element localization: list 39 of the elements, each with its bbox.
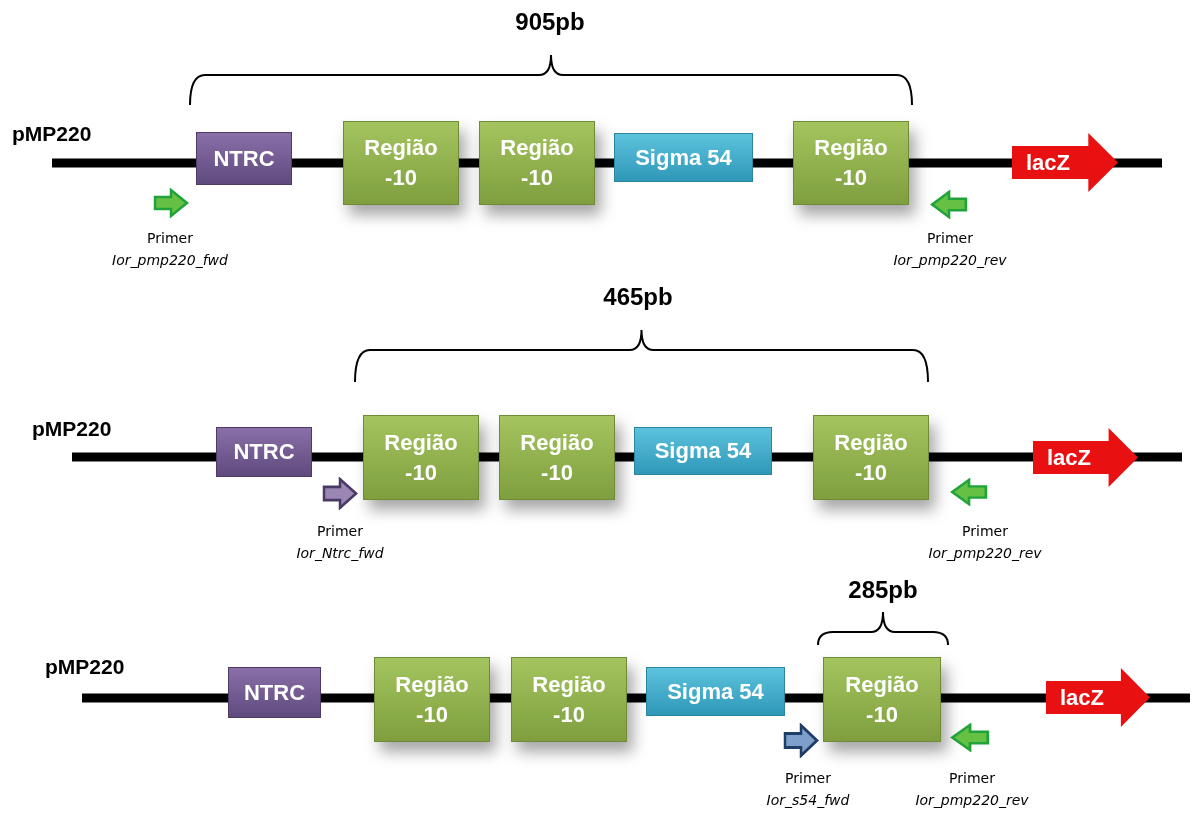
region-box: Região -10 [499,415,615,500]
ntrc-box: NTRC [228,667,321,718]
primer-name: Ior_pmp220_fwd [112,252,228,268]
ntrc-box: NTRC [196,132,292,185]
primer-label: Primer [927,230,973,246]
plasmid-label: pMP220 [12,122,92,146]
primer-icon [930,190,968,219]
primer-label: Primer [962,523,1008,539]
sigma-box: Sigma 54 [634,427,772,475]
primer-label: Primer [147,230,193,246]
size-label: 285pb [848,576,918,604]
region-box: Região -10 [813,415,929,500]
primer-icon [950,478,988,506]
size-label: 905pb [515,8,585,36]
primer-icon [783,723,819,758]
primer-name: Ior_pmp220_rev [915,792,1029,808]
primer-name: Ior_pmp220_rev [893,252,1007,268]
sigma-box: Sigma 54 [614,133,753,182]
size-label: 465pb [603,283,673,311]
plasmid-label: pMP220 [45,655,125,679]
ntrc-box: NTRC [216,427,312,477]
primer-label: Primer [949,770,995,786]
region-box: Região -10 [374,657,490,742]
primer-label: Primer [317,523,363,539]
region-box: Região -10 [343,121,459,205]
region-box: Região -10 [823,657,941,742]
region-box: Região -10 [511,657,627,742]
primer-name: Ior_s54_fwd [766,792,850,808]
plasmid-label: pMP220 [32,417,112,441]
region-box: Região -10 [479,121,595,205]
primer-name: Ior_pmp220_rev [928,545,1042,561]
sigma-box: Sigma 54 [646,667,785,716]
primer-icon [322,477,358,510]
primer-icon [950,723,990,752]
primer-label: Primer [785,770,831,786]
region-box: Região -10 [363,415,479,500]
region-box: Região -10 [793,121,909,205]
primer-name: Ior_Ntrc_fwd [296,545,384,561]
primer-icon [153,188,189,218]
